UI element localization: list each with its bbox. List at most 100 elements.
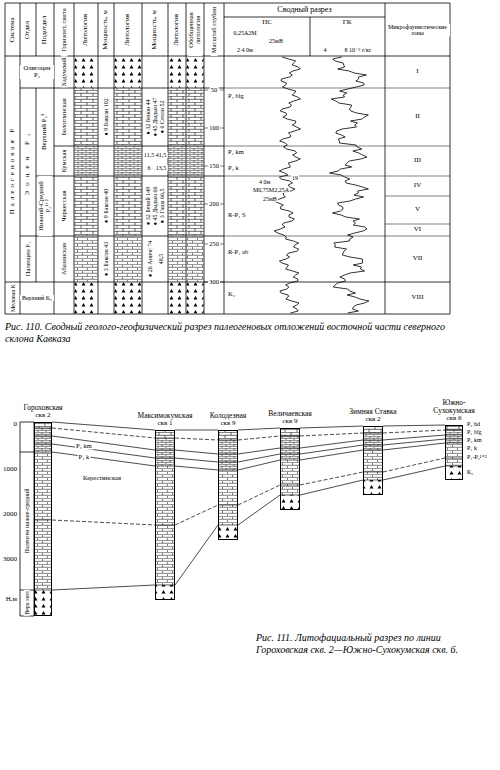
correlation-line [383, 425, 445, 426]
header-label: Отдел [24, 20, 31, 40]
well-lithology [155, 430, 175, 438]
well-boundary [363, 450, 383, 451]
correlation-line [238, 485, 280, 505]
well-boundary [363, 433, 383, 434]
well-boundary [280, 495, 300, 496]
correlation-line [300, 480, 363, 495]
section-label: P₂ km [75, 443, 93, 450]
well-lithology [363, 450, 383, 480]
lithology-fill [75, 57, 98, 88]
correlation-line [52, 520, 155, 525]
lithology-fill [187, 147, 204, 176]
well-boundary [155, 525, 175, 526]
well-boundary [155, 466, 175, 467]
well-lithology [155, 466, 175, 585]
log-curves [274, 57, 369, 313]
well-boundary [280, 436, 300, 437]
lithology-fill [115, 89, 142, 146]
lithology-fill [169, 57, 186, 88]
well-lithology [445, 430, 463, 443]
well-heading: Максимокумскаяскв 1 [135, 412, 195, 428]
depth-value: Н,м [5, 596, 18, 603]
lithology-fill [169, 237, 186, 282]
zone-number: VIII [410, 294, 424, 301]
correlation-line [175, 450, 218, 454]
well-number: скв 1 [135, 420, 195, 428]
well-boundary [218, 462, 238, 463]
well-name: Колодезная [198, 412, 258, 420]
correlation-line [383, 466, 445, 480]
well-lithology [218, 440, 238, 470]
correlation-line [52, 436, 155, 450]
zone-number: I [415, 68, 419, 75]
well-name: Максимокумская [135, 412, 195, 420]
well-boundary [34, 436, 52, 437]
lithology-fill [115, 283, 142, 314]
well-lithology [363, 480, 383, 495]
log-label: 4 0м [258, 179, 271, 185]
well-heading: Колодезнаяскв 9 [198, 412, 258, 428]
header-label: 4 [323, 47, 328, 53]
thickness-note: ● 45 Дыдым 66 [152, 185, 158, 226]
well-name: Зимняя Ставка [343, 408, 403, 416]
well-boundary [218, 525, 238, 526]
well-name: Величаевская [260, 410, 320, 418]
well-boundary [280, 448, 300, 449]
well-boundary [280, 460, 300, 461]
log-label: 25мВ [262, 196, 278, 202]
log-label: М0,75М2,25А [252, 187, 290, 193]
strat-column [20, 422, 34, 616]
depth-value: 100 [208, 125, 220, 132]
header-label: Масштаб глубин [211, 4, 218, 56]
thickness-note: 41,5 [155, 152, 168, 158]
stratigraphy-label: Хадумский [61, 57, 67, 88]
header-label: Микрофаунистические зоны [386, 24, 450, 37]
figure-caption: Рис. 111. Литофациальный разрез по линии… [255, 632, 492, 656]
lithology-fill [75, 89, 98, 146]
thickness-note: ● 26 Аничс 74 [147, 240, 153, 279]
thickness-note: ● 9 Баксан 102 [103, 97, 109, 137]
well-column: Максимокумскаяскв 1 [155, 430, 175, 600]
well-boundary [363, 472, 383, 473]
gamma-log-curve [330, 57, 369, 313]
well-boundary [218, 505, 238, 506]
stratigraphy-label: Верхний K₂ [20, 295, 54, 301]
well-boundary [280, 454, 300, 455]
lithology-fill [187, 89, 204, 146]
stratigraphy-label: Олигоцен P₃ [20, 65, 54, 79]
well-heading: Южно-Сухокумскаяскв 6 [424, 399, 484, 423]
thickness-note: 6 [147, 165, 152, 171]
depth-value: 50 [210, 87, 219, 94]
correlation-line [175, 430, 218, 431]
section-label: P₁-P₂¹⁺² [466, 454, 488, 460]
correlation-line [238, 428, 280, 430]
thickness-note: 11,5 [143, 152, 155, 158]
header-label: Горизонт, свита [61, 4, 68, 56]
well-boundary [363, 440, 383, 441]
section-label: Верх мел [24, 590, 30, 616]
well-column: Колодезнаяскв 9 [218, 430, 238, 540]
well-boundary [34, 444, 52, 445]
lithology-fill [187, 283, 204, 314]
correlation-line [52, 444, 155, 458]
section-label: P₂ k [466, 445, 478, 451]
depth-value: 300 [208, 279, 220, 286]
section-label: K₂ [466, 469, 474, 475]
correlation-line [383, 458, 445, 472]
correlation-line [300, 450, 363, 460]
correlation-line [300, 445, 363, 454]
table-grid [5, 3, 450, 314]
well-number: скв 2 [13, 412, 73, 420]
correlation-line [238, 454, 280, 462]
header-label: Литология [173, 13, 180, 47]
section-label: P₂ blg [466, 429, 483, 435]
header-label: Литология [124, 13, 131, 47]
zone-number: II [414, 113, 421, 120]
well-boundary [363, 480, 383, 481]
log-label: 19 [291, 175, 299, 181]
header-label: ПС [261, 19, 273, 26]
well-boundary [218, 454, 238, 455]
well-lithology [218, 430, 238, 440]
well-heading: Зимняя Ставкаскв 2 [343, 408, 403, 424]
lithology-fill [115, 177, 142, 236]
